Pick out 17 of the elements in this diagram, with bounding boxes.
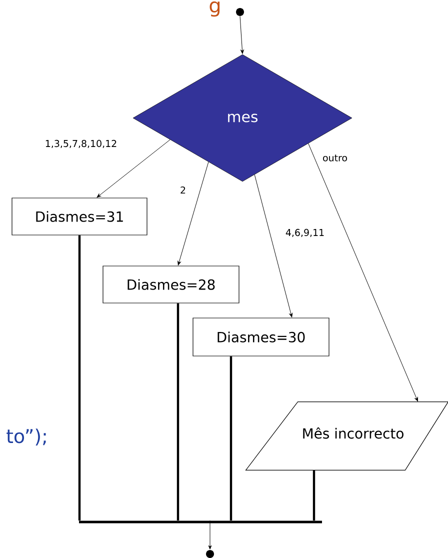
arrow — [254, 174, 293, 318]
process-box: Diasmes=31 — [12, 198, 148, 236]
arrow — [240, 16, 244, 54]
process-box: Diasmes=28 — [102, 266, 240, 304]
title-fragment: g — [210, 1, 220, 17]
arrow — [308, 143, 418, 402]
edge-label: 4,6,9,11 — [284, 228, 326, 238]
edge-label: 1,3,5,7,8,10,12 — [44, 138, 118, 150]
merge-bar — [79, 520, 322, 524]
process-box: Diasmes=30 — [192, 318, 330, 356]
arrow — [178, 162, 209, 266]
connector-dot — [236, 8, 244, 16]
edge-label: outro — [322, 154, 348, 162]
arrow — [208, 520, 212, 550]
edge-label: 2 — [179, 186, 187, 194]
code-fragment: to”); — [6, 428, 46, 446]
arrow — [96, 139, 170, 198]
